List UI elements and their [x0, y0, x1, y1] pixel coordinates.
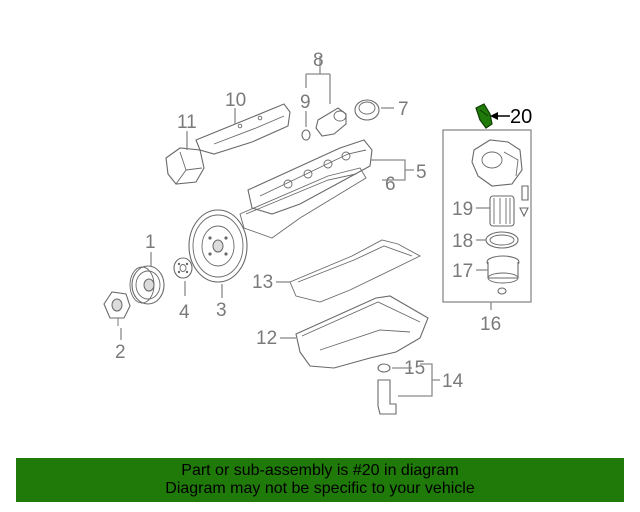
callout-19[interactable]: 19	[452, 199, 473, 220]
coil-cover-part[interactable]	[165, 147, 205, 185]
parts-diagram: 3 1 4 2 11 10	[103, 50, 532, 415]
valve-cover-part[interactable]	[247, 139, 373, 215]
callout-12[interactable]: 12	[256, 328, 277, 349]
callout-10[interactable]: 10	[225, 90, 246, 111]
oil-filter-assembly-box[interactable]	[442, 129, 532, 303]
callout-4[interactable]: 4	[179, 302, 190, 323]
callout-2[interactable]: 2	[115, 342, 126, 363]
pulley-part[interactable]	[129, 265, 165, 305]
info-banner: Part or sub-assembly is #20 in diagram D…	[16, 458, 624, 502]
filler-neck-part[interactable]	[315, 107, 347, 137]
hub-part[interactable]	[173, 257, 193, 279]
callout-20-arrow	[490, 112, 510, 120]
callout-7[interactable]: 7	[398, 99, 409, 120]
callout-11[interactable]: 11	[177, 112, 197, 133]
seal-washer-part[interactable]	[377, 363, 391, 373]
callout-1[interactable]: 1	[145, 232, 156, 253]
oil-pan-gasket-part[interactable]	[289, 239, 421, 303]
o-ring-part[interactable]	[485, 231, 519, 249]
oil-cap-part[interactable]	[354, 99, 380, 121]
callout-17[interactable]: 17	[452, 261, 473, 282]
callout-16[interactable]: 16	[480, 314, 501, 335]
callout-18[interactable]: 18	[452, 231, 473, 252]
oil-pan-part[interactable]	[295, 295, 429, 369]
callout-13[interactable]: 13	[252, 272, 273, 293]
flywheel-part[interactable]	[188, 209, 248, 283]
oil-filter-housing-part[interactable]	[471, 139, 523, 187]
bracket-part[interactable]	[103, 291, 131, 326]
callout-6[interactable]: 6	[385, 174, 396, 195]
callout-9[interactable]: 9	[300, 92, 311, 113]
trim-cover-part[interactable]	[195, 103, 291, 155]
callout-3[interactable]: 3	[216, 300, 227, 321]
oil-filter-element-part[interactable]	[489, 195, 515, 227]
callout-14[interactable]: 14	[442, 371, 464, 392]
small-nozzle-part[interactable]	[519, 207, 529, 218]
callout-5[interactable]: 5	[416, 162, 427, 183]
drain-plug-part[interactable]	[377, 379, 397, 415]
seal-ring-part[interactable]	[301, 129, 311, 141]
callout-15[interactable]: 15	[404, 358, 425, 379]
banner-line-1: Part or sub-assembly is #20 in diagram	[181, 462, 459, 479]
valve-cover-gasket-part[interactable]	[239, 167, 367, 239]
oil-pressure-sensor-part[interactable]	[475, 103, 493, 129]
callout-8[interactable]: 8	[313, 50, 324, 71]
banner-line-2: Diagram may not be specific to your vehi…	[165, 480, 475, 497]
callout-20[interactable]: 20	[510, 106, 532, 128]
sensor-plug-part[interactable]	[521, 185, 529, 201]
filter-cap-part[interactable]	[486, 255, 520, 295]
